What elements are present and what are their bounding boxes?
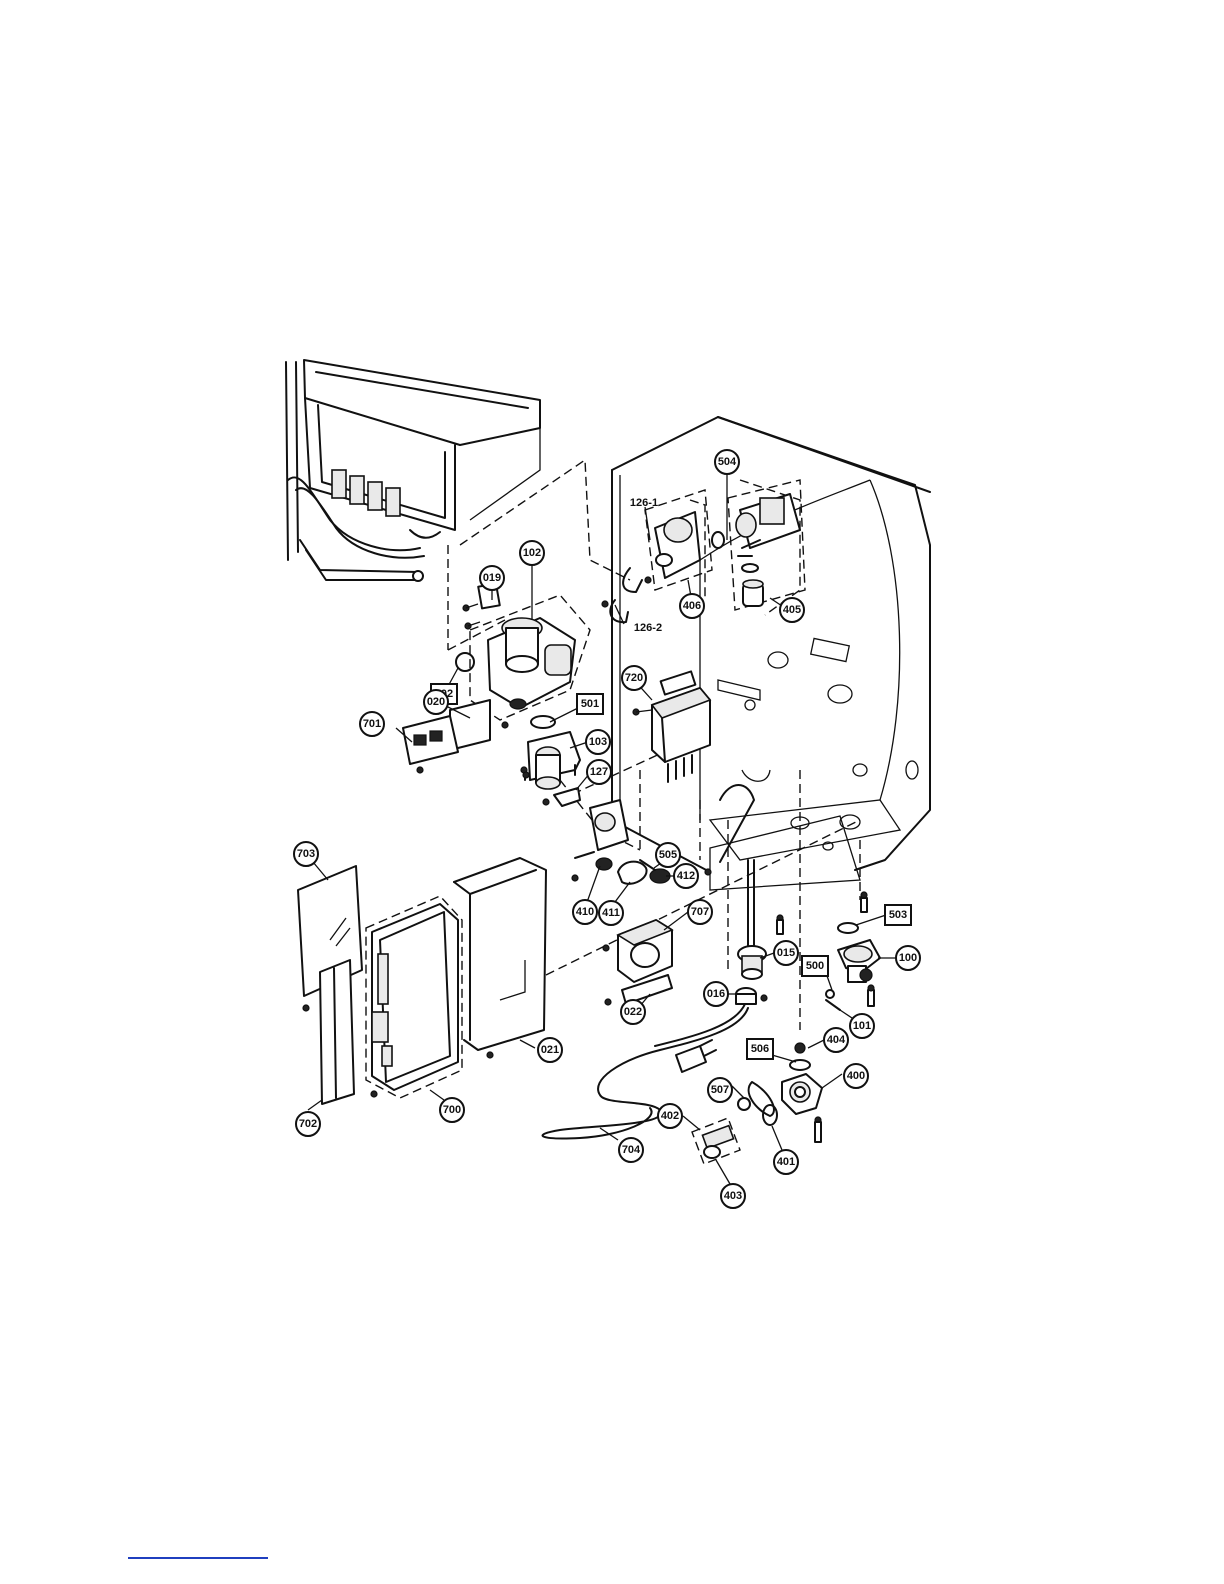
callout-label: 406 xyxy=(683,600,701,612)
callout-507: 507 xyxy=(708,1078,732,1102)
callout-400: 400 xyxy=(844,1064,868,1088)
callout-label: 503 xyxy=(889,909,907,921)
callout-label: 702 xyxy=(299,1118,317,1130)
bracket-part-702 xyxy=(320,960,354,1104)
cover-part-021 xyxy=(454,858,546,1050)
callout-label: 412 xyxy=(677,870,695,882)
callout-label: 707 xyxy=(691,906,709,918)
callout-403: 403 xyxy=(721,1184,745,1208)
callout-410: 410 xyxy=(573,900,597,924)
callout-101: 101 xyxy=(850,1014,874,1038)
footer-rule xyxy=(128,1557,268,1559)
callout-506: 506 xyxy=(747,1039,773,1059)
ignitor-part-701 xyxy=(403,716,458,773)
callout-label: 404 xyxy=(827,1034,846,1046)
callout-127: 127 xyxy=(587,760,611,784)
callout-label: 402 xyxy=(661,1110,679,1122)
callout-701: 701 xyxy=(360,712,384,736)
callout-label: 126-1 xyxy=(630,497,658,509)
callout-720: 720 xyxy=(622,666,646,690)
callout-126-2: 126-2 xyxy=(634,622,662,634)
callout-401: 401 xyxy=(774,1150,798,1174)
callout-label: 400 xyxy=(847,1070,865,1082)
callout-406: 406 xyxy=(680,594,704,618)
callout-label: 127 xyxy=(590,766,608,778)
callout-703: 703 xyxy=(294,842,318,866)
callout-103: 103 xyxy=(586,730,610,754)
callout-702: 702 xyxy=(296,1112,320,1136)
callout-016: 016 xyxy=(704,982,728,1006)
heat-exchanger-assembly xyxy=(286,360,540,581)
callout-label: 501 xyxy=(581,698,599,710)
callout-label: 720 xyxy=(625,672,643,684)
callout-022: 022 xyxy=(621,1000,645,1024)
water-inlet-part-400 xyxy=(749,1060,822,1142)
callout-label: 704 xyxy=(622,1144,641,1156)
power-cord-part-704 xyxy=(543,1004,748,1138)
filter-part-402 xyxy=(692,1098,750,1164)
callout-412: 412 xyxy=(674,864,698,888)
callout-102: 102 xyxy=(520,541,544,565)
callout-015: 015 xyxy=(774,941,798,965)
callout-504: 504 xyxy=(715,450,739,474)
callout-label: 019 xyxy=(483,572,501,584)
callout-704: 704 xyxy=(619,1138,643,1162)
water-valve-part-405 xyxy=(728,480,805,610)
callout-501: 501 xyxy=(577,694,603,714)
water-outlet-part-100 xyxy=(826,892,880,1010)
solenoid-part-103 xyxy=(521,732,580,789)
callout-label: 103 xyxy=(589,736,607,748)
controller-board-part-700 xyxy=(366,896,493,1098)
callout-label: 020 xyxy=(427,696,445,708)
callout-label: 126-2 xyxy=(634,622,662,634)
callout-700: 700 xyxy=(440,1098,464,1122)
callout-label: 101 xyxy=(853,1020,871,1032)
callout-021: 021 xyxy=(538,1038,562,1062)
callout-402: 402 xyxy=(658,1104,682,1128)
callout-505: 505 xyxy=(656,843,680,867)
callout-405: 405 xyxy=(780,598,804,622)
callout-label: 507 xyxy=(711,1084,729,1096)
transformer-part-720 xyxy=(633,671,710,782)
callout-label: 505 xyxy=(659,849,677,861)
callout-label: 016 xyxy=(707,988,725,1000)
callout-label: 015 xyxy=(777,947,795,959)
callout-label: 102 xyxy=(523,547,541,559)
callout-label: 700 xyxy=(443,1104,461,1116)
callout-label: 506 xyxy=(751,1043,769,1055)
callout-label: 401 xyxy=(777,1156,795,1168)
callout-126-1: 126-1 xyxy=(630,497,658,509)
relay-part-707 xyxy=(603,920,672,1005)
callout-411: 411 xyxy=(599,901,623,925)
bracket-part-020 xyxy=(450,700,508,750)
callout-020: 020 xyxy=(424,690,448,714)
callout-label: 703 xyxy=(297,848,315,860)
callout-label: 100 xyxy=(899,952,917,964)
callout-label: 405 xyxy=(783,604,801,616)
callout-label: 021 xyxy=(541,1044,559,1056)
callout-100: 100 xyxy=(896,946,920,970)
callout-503: 503 xyxy=(885,905,911,925)
callout-label: 403 xyxy=(724,1190,742,1202)
callout-label: 504 xyxy=(718,456,737,468)
callout-707: 707 xyxy=(688,900,712,924)
callout-404: 404 xyxy=(824,1028,848,1052)
callout-label: 500 xyxy=(806,960,824,972)
callout-label: 410 xyxy=(576,906,594,918)
callout-label: 022 xyxy=(624,1006,642,1018)
callout-label: 411 xyxy=(602,907,620,919)
callout-500: 500 xyxy=(802,956,828,976)
callout-label: 701 xyxy=(363,718,381,730)
callout-019: 019 xyxy=(480,566,504,590)
sensor-cluster xyxy=(543,785,754,884)
